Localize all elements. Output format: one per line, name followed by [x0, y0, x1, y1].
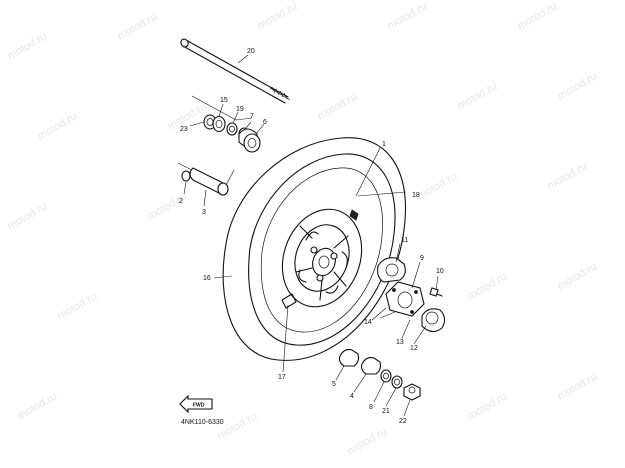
watermark: motod.ru: [36, 110, 80, 142]
valve-18: [349, 209, 359, 221]
bottom-parts: [338, 349, 421, 401]
bearing-4: [360, 357, 382, 375]
watermark: motod.ru: [6, 30, 50, 62]
group-bracket-line: [191, 95, 237, 121]
watermark: motod.ru: [516, 0, 560, 32]
watermark: motod.ru: [466, 390, 510, 422]
oil-seal-15: [212, 115, 226, 133]
callout-9: 9: [420, 255, 424, 262]
tire: [222, 137, 406, 361]
callout-4: 4: [350, 393, 354, 400]
watermark: motod.ru: [216, 410, 260, 442]
left-bearing-set: [203, 114, 261, 153]
callout-20: 20: [247, 48, 255, 55]
watermark: motod.ru: [556, 260, 600, 292]
watermark: motod.ru: [546, 160, 590, 192]
watermark: motod.ru: [346, 425, 390, 457]
callout-7: 7: [250, 113, 254, 120]
spacer-5: [338, 349, 360, 367]
callout-1: 1: [382, 141, 386, 148]
callout-15: 15: [220, 97, 228, 104]
callout-21: 21: [382, 408, 390, 415]
watermark: motod.ru: [416, 170, 460, 202]
axle: [180, 38, 291, 104]
right-hub-parts: [377, 257, 446, 333]
forward-arrow-icon: FWD: [179, 394, 213, 414]
callout-2: 2: [179, 198, 183, 205]
watermark: motod.ru: [556, 370, 600, 402]
watermark: motod.ru: [456, 80, 500, 112]
callout-3: 3: [202, 209, 206, 216]
watermark: motod.ru: [56, 290, 100, 322]
callout-5: 5: [332, 381, 336, 388]
callout-16: 16: [203, 275, 211, 282]
callout-22: 22: [399, 418, 407, 425]
watermark: motod.ru: [16, 390, 60, 422]
callout-10: 10: [436, 268, 444, 275]
watermark: motod.ru: [556, 70, 600, 102]
watermark: motod.ru: [466, 270, 510, 302]
watermark: motod.ru: [256, 0, 300, 32]
circlip-19: [226, 122, 238, 136]
diagram-code: 4NK110-6330: [181, 419, 224, 426]
bearing-11: [377, 257, 406, 283]
leader-lines: [183, 54, 439, 417]
watermark: motod.ru: [386, 0, 430, 32]
callout-19: 19: [236, 106, 244, 113]
spacer-set: [181, 167, 229, 196]
circlip-8: [380, 369, 392, 383]
watermark: motod.ru: [6, 200, 50, 232]
washer-21: [391, 375, 403, 389]
callout-13: 13: [396, 339, 404, 346]
watermark: motod.ru: [116, 10, 160, 42]
callout-23: 23: [180, 126, 188, 133]
callout-17: 17: [278, 374, 286, 381]
callout-8: 8: [369, 404, 373, 411]
oil-seal-12: [421, 308, 446, 333]
callout-18: 18: [412, 192, 420, 199]
callouts: 1 2 3 4 5 6 7 8 9 10 11 12 13 14 15 16 1…: [179, 48, 444, 425]
clutch-hub-9: [385, 281, 425, 317]
wheel-hub: [281, 208, 363, 309]
callout-6: 6: [263, 119, 267, 126]
watermark: motod.ru: [316, 90, 360, 122]
callout-14: 14: [364, 319, 372, 326]
spacer-flange-2: [181, 170, 191, 182]
nut-22: [403, 383, 421, 401]
watermark: motod.ru: [146, 190, 190, 222]
callout-11: 11: [401, 237, 408, 244]
forward-label: FWD: [193, 403, 205, 409]
balance-weight-17: [281, 293, 297, 309]
callout-12: 12: [410, 345, 418, 352]
